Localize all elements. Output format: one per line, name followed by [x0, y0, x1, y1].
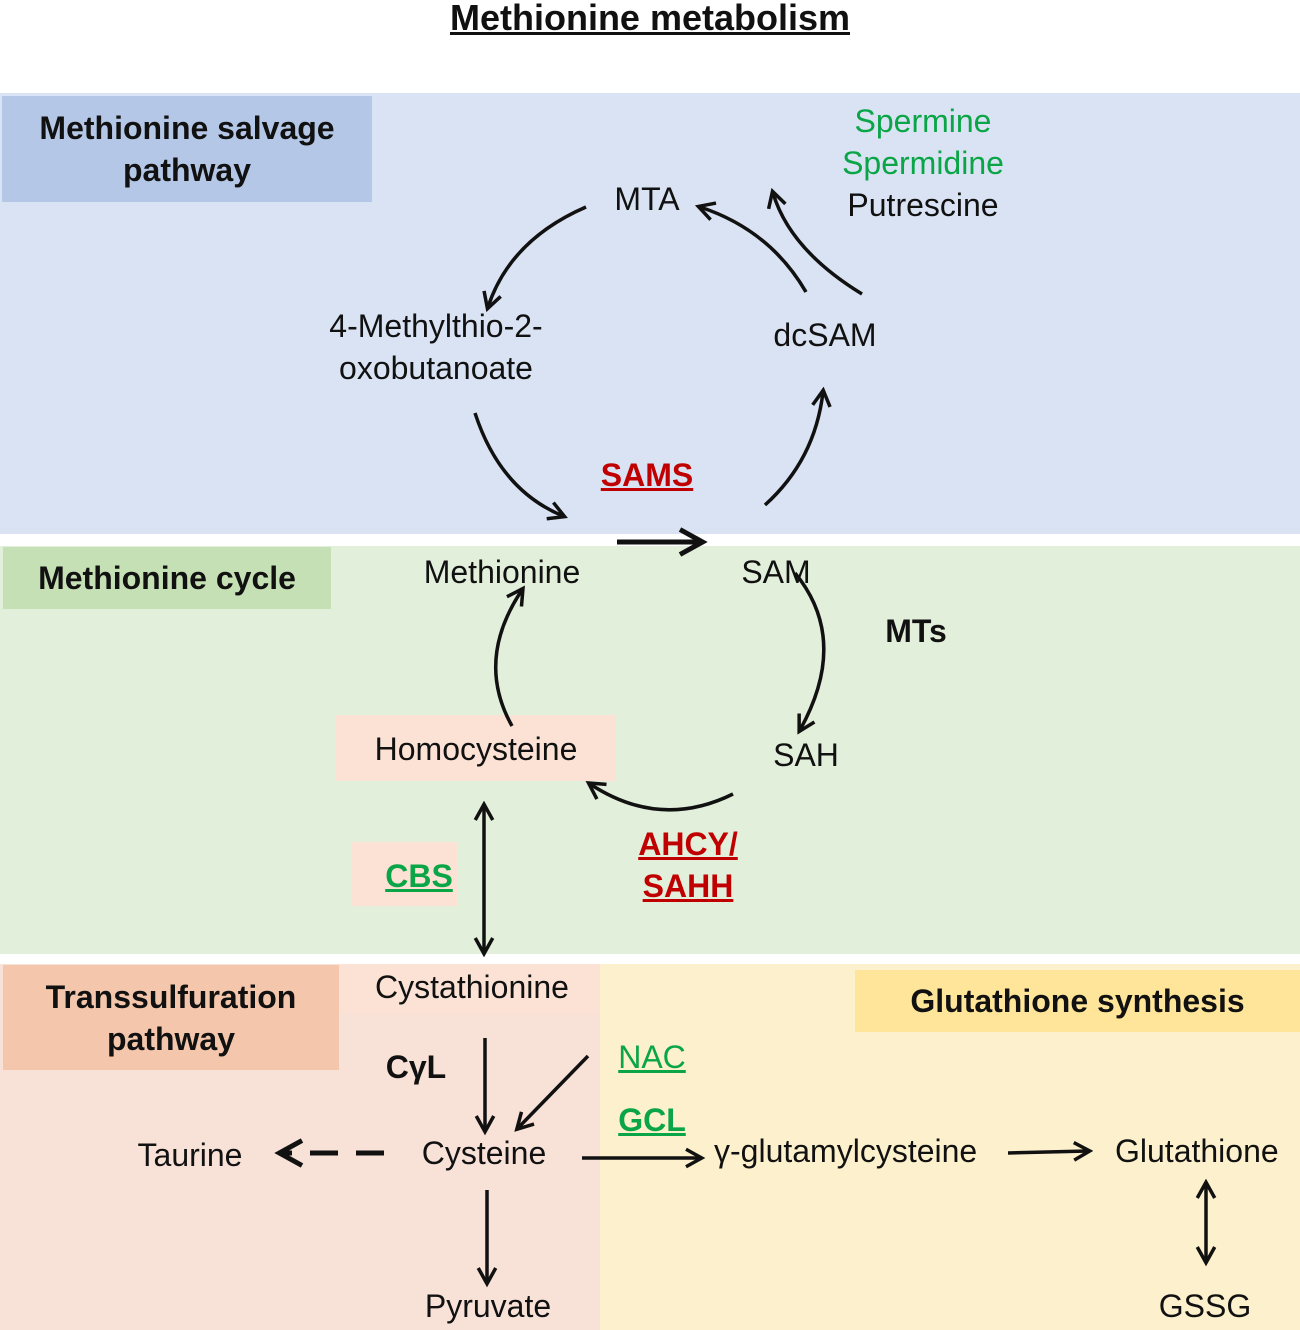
sah-label: SAH — [773, 737, 839, 773]
salvage-pathway-tag-label: Methionine salvage pathway — [39, 110, 335, 188]
gcl-enzyme-label: GCL — [618, 1102, 686, 1138]
methionine-cycle-tag-label: Methionine cycle — [38, 560, 296, 596]
arrow-gglu-to-glutathione — [1007, 1151, 1088, 1153]
gssg-label: GSSG — [1158, 1288, 1252, 1324]
nac-label: NAC — [618, 1039, 686, 1075]
mta-label: MTA — [614, 181, 680, 217]
arrow-homocysteine-to-methionine — [493, 590, 522, 727]
page-title: Methionine metabolism — [449, 0, 851, 38]
transsulfuration-tag: Transsulfuration pathway — [3, 965, 339, 1070]
cbs-enzyme-label: CBS — [385, 858, 453, 894]
spermine-label: Spermine — [854, 103, 992, 139]
cystathionine-label: Cystathionine — [375, 969, 569, 1005]
cysteine-label: Cysteine — [421, 1135, 547, 1171]
mob-label: 4-Methylthio-2- oxobutanoate — [329, 308, 543, 386]
homocysteine-label: Homocysteine — [374, 731, 578, 767]
salvage-pathway-tag: Methionine salvage pathway — [2, 96, 372, 202]
methionine-cycle-region — [0, 546, 1300, 954]
arrow-mta-to-mob — [488, 205, 587, 307]
cystathionine-highlight — [338, 964, 600, 1014]
arrow-sam-to-sah — [793, 571, 826, 730]
mts-enzyme-label: MTs — [885, 613, 947, 649]
arrow-sah-to-homocysteine — [590, 784, 734, 812]
homocysteine-highlight — [336, 715, 616, 781]
gamma-glutamylcysteine-label: γ-glutamylcysteine — [714, 1133, 978, 1169]
transsulfuration-tag-label: Transsulfuration pathway — [45, 978, 297, 1057]
methionine-label: Methionine — [423, 554, 581, 590]
arrow-nac-to-cysteine — [518, 1054, 590, 1128]
spermidine-label: Spermidine — [842, 145, 1004, 181]
glutathione-synthesis-tag: Glutathione synthesis — [855, 970, 1300, 1032]
methionine-cycle-tag: Methionine cycle — [3, 547, 331, 609]
arrow-sam-to-dcsam — [763, 392, 823, 507]
cbs-highlight — [351, 842, 457, 906]
sams-enzyme-label: SAMS — [600, 457, 694, 493]
pyruvate-label: Pyruvate — [424, 1288, 552, 1324]
putrescine-label: Putrescine — [847, 187, 999, 223]
arrow-dcsam-to-mta — [700, 207, 808, 293]
sam-label: SAM — [741, 554, 811, 590]
cyl-enzyme-label: CγL — [385, 1049, 447, 1085]
glutathione-synthesis-tag-label: Glutathione synthesis — [910, 983, 1245, 1019]
arrow-mob-to-methionine — [473, 412, 563, 516]
glutathione-label: Glutathione — [1115, 1133, 1279, 1169]
arrow-dcsam-to-polyamines — [773, 193, 863, 296]
dcsam-label: dcSAM — [773, 317, 877, 353]
ahcy-sahh-enzyme-label: AHCY/ SAHH — [638, 826, 738, 904]
taurine-label: Taurine — [137, 1137, 243, 1173]
